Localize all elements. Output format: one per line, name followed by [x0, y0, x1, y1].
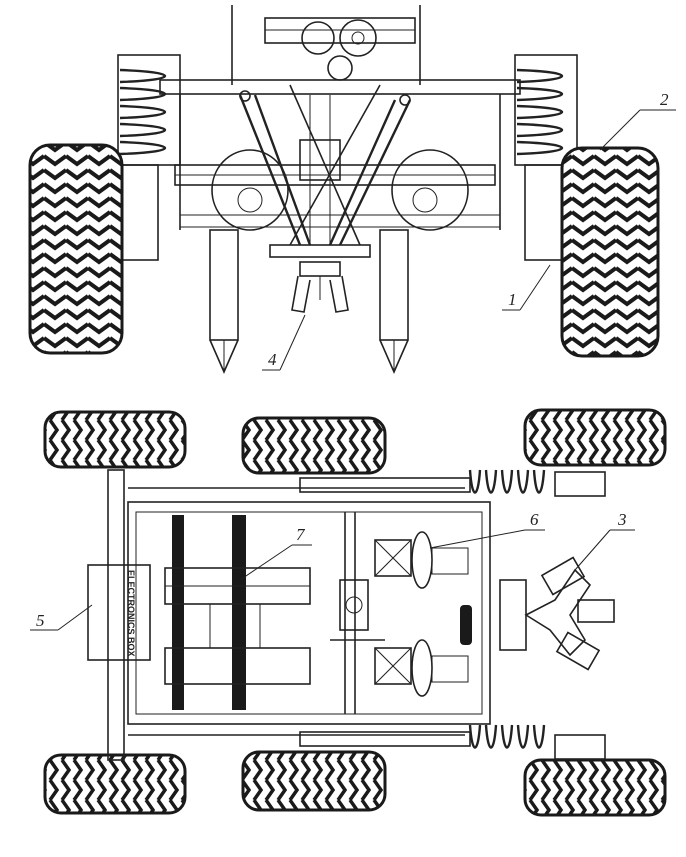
top-tire-4 [43, 753, 187, 815]
rear-axle-tube [107, 469, 125, 761]
top-tire-1 [43, 410, 187, 469]
callout-6: 6 [429, 510, 545, 549]
top-tire-2 [241, 416, 387, 475]
gripper-assembly [499, 556, 615, 671]
center-block [299, 139, 341, 181]
front-view [28, 5, 660, 374]
spring-right [514, 54, 578, 166]
front-tire-right [560, 146, 660, 358]
svg-text:6: 6 [530, 510, 539, 529]
disc-unit-upper [374, 531, 469, 589]
rail-dark-1 [172, 515, 184, 710]
callout-3: 3 [574, 510, 635, 571]
top-view: ELECTRONICS BOX [43, 408, 667, 817]
callout-4: 4 [262, 314, 306, 371]
spring-top-lower [299, 724, 606, 760]
callout-1: 1 [502, 264, 551, 311]
svg-text:4: 4 [268, 350, 277, 369]
shank-left [209, 229, 239, 374]
svg-text:7: 7 [296, 525, 306, 544]
coulter-disc-left [211, 149, 289, 231]
spring-top-upper [299, 469, 606, 497]
rail-dark-2 [232, 515, 246, 710]
spring-left [117, 54, 181, 166]
callout-5: 5 [30, 604, 93, 631]
tool-holder-plate [164, 567, 311, 685]
top-tire-3 [523, 408, 667, 467]
svg-text:2: 2 [660, 90, 669, 109]
gripper-front [269, 244, 371, 313]
upper-mast [231, 5, 421, 85]
electronics-box-text: ELECTRONICS BOX [126, 570, 136, 657]
front-tire-left [28, 143, 124, 355]
callout-7: 7 [239, 525, 312, 581]
svg-text:3: 3 [617, 510, 627, 529]
center-motor [330, 579, 385, 641]
top-tire-5 [241, 750, 387, 812]
coulter-disc-right [391, 149, 469, 231]
linkage-rods [238, 84, 412, 246]
disc-unit-lower [374, 639, 469, 697]
svg-text:5: 5 [36, 611, 45, 630]
center-roller [460, 605, 472, 645]
top-tire-6 [523, 758, 667, 817]
shank-right [379, 229, 409, 374]
electronics-box: ELECTRONICS BOX [87, 564, 151, 661]
svg-text:1: 1 [508, 290, 517, 309]
callout-2: 2 [599, 90, 676, 151]
